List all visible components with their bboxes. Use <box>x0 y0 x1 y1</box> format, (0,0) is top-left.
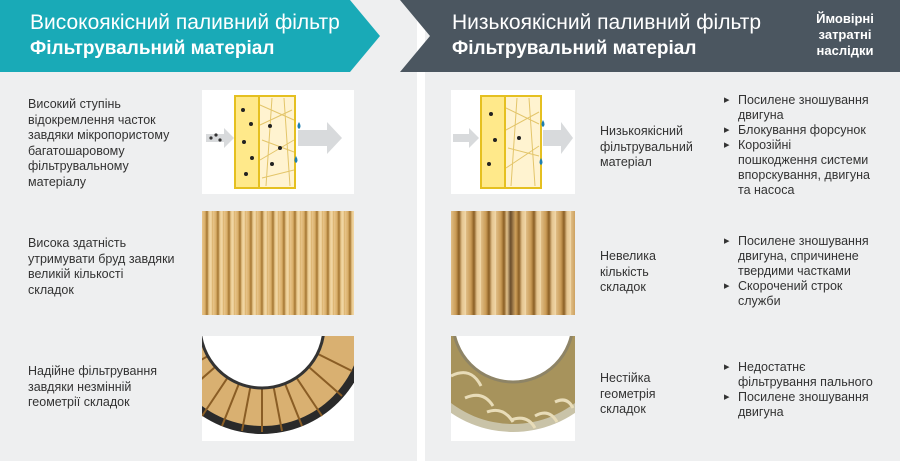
stable-pleat-geometry-photo <box>202 336 354 441</box>
consequence-item: Посилене зношування двигуна <box>724 390 894 420</box>
few-pleats-photo <box>451 211 575 315</box>
consequence-item: Недостатнє фільтрування пального <box>724 360 894 390</box>
consequences-list-1: Посилене зношування двигуна Блокування ф… <box>724 93 894 198</box>
consequence-item: Корозійні пошкодження системи впорскуван… <box>724 138 894 198</box>
high-quality-header: Високоякісний паливний фільтр Фільтрувал… <box>0 0 380 72</box>
left-row-3-text: Надійне фільтрування завдяки незмінній г… <box>28 364 158 409</box>
micro-porous-media-diagram <box>202 90 354 194</box>
consequence-item: Посилене зношування двигуна, спричинене … <box>724 234 894 279</box>
low-quality-media-diagram <box>451 90 575 194</box>
consequences-list-2: Посилене зношування двигуна, спричинене … <box>724 234 894 309</box>
consequence-item: Скорочений строк служби <box>724 279 894 309</box>
right-row-2-text: Невелика кількість складок <box>600 249 656 294</box>
right-row-3-text: Нестійка геометрія складок <box>600 371 656 416</box>
low-quality-title: Низькоякісний паливний фільтр <box>452 11 762 34</box>
low-quality-header: Низькоякісний паливний фільтр Фільтрувал… <box>400 0 900 72</box>
high-quality-subtitle: Фільтрувальний матеріал <box>30 38 275 59</box>
many-pleats-photo <box>202 211 354 315</box>
unstable-pleat-geometry-photo <box>451 336 575 441</box>
consequence-item: Посилене зношування двигуна <box>724 93 894 123</box>
high-quality-title: Високоякісний паливний фільтр <box>30 11 340 34</box>
consequences-header: Ймовірні затратні наслідки <box>816 11 874 58</box>
left-row-2-text: Висока здатність утримувати бруд завдяки… <box>28 236 175 297</box>
right-row-1-text: Низькоякісний фільтрувальний матеріал <box>600 124 693 169</box>
consequence-item: Блокування форсунок <box>724 123 894 138</box>
consequences-list-3: Недостатнє фільтрування пального Посилен… <box>724 360 894 420</box>
left-row-1-text: Високий ступінь відокремлення часток зав… <box>28 97 170 189</box>
low-quality-subtitle: Фільтрувальний матеріал <box>452 38 697 59</box>
